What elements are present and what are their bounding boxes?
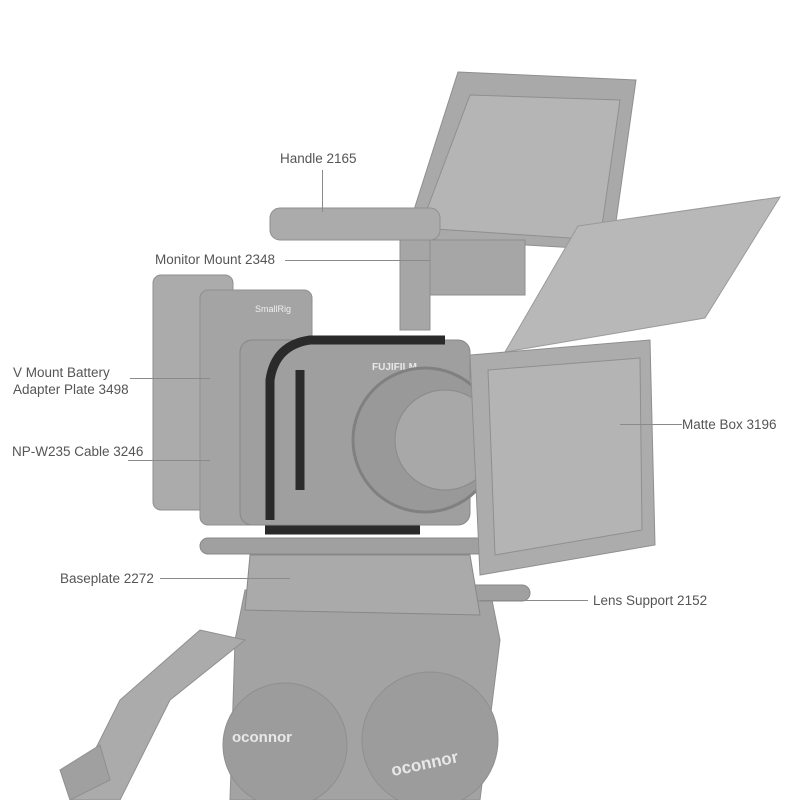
- baseplate-leader-line: [160, 578, 290, 579]
- handle: [269, 207, 441, 331]
- baseplate-rods: [199, 537, 531, 616]
- matte-box-label: Matte Box 3196: [682, 417, 777, 432]
- np-cable-label: NP-W235 Cable 3246: [12, 444, 144, 459]
- monitor-mount-leader-line: [285, 260, 430, 261]
- matte-box-leader-line: [620, 424, 682, 425]
- v-mount-leader-line: [130, 378, 210, 379]
- np-cable-leader-line: [128, 460, 210, 461]
- tripod-head: [59, 589, 501, 800]
- lens-support-leader-line: [480, 600, 588, 601]
- matte-box: [469, 339, 656, 576]
- v-mount-label-line1: V Mount Battery: [13, 365, 110, 380]
- monitor-mount-label: Monitor Mount 2348: [155, 252, 276, 267]
- matte-box-flag: [504, 196, 781, 353]
- handle-label: Handle 2165: [280, 151, 357, 166]
- camera-cage: [265, 335, 445, 535]
- tripod-logo-left: oconnor: [232, 729, 292, 746]
- lens-support-label: Lens Support 2152: [593, 593, 708, 608]
- v-mount-label-line2: Adapter Plate 3498: [13, 382, 129, 397]
- battery-plate-logo: SmallRig: [255, 304, 291, 314]
- monitor: [404, 71, 637, 296]
- camera-logo: FUJIFILM: [372, 362, 417, 373]
- handle-leader-line: [322, 170, 323, 212]
- baseplate-label: Baseplate 2272: [60, 571, 154, 586]
